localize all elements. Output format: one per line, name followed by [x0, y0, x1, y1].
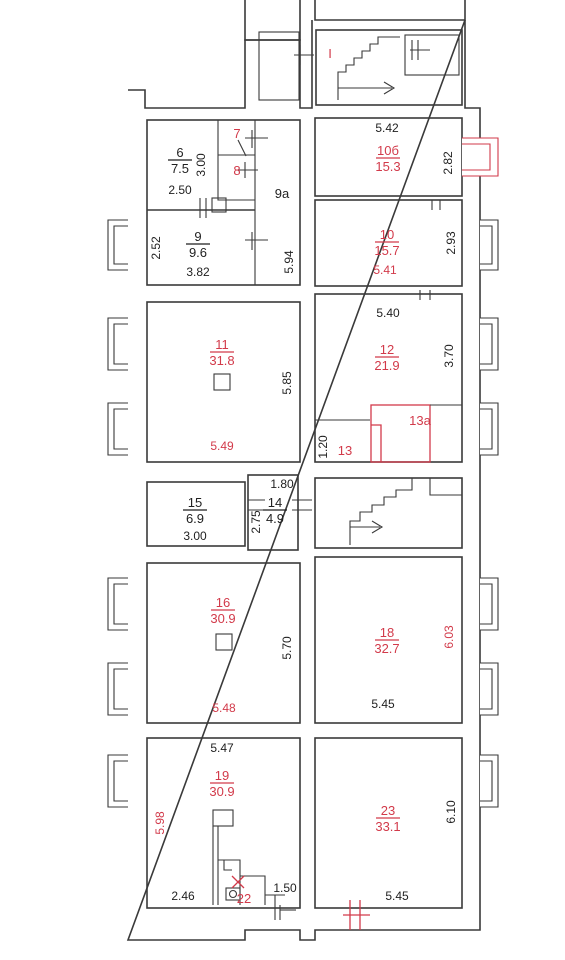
dim-1-50: 1.50: [273, 881, 297, 895]
room-18-area: 32.7: [374, 641, 399, 656]
room-13-number: 13: [338, 443, 352, 458]
dim-5-45-room23: 5.45: [385, 889, 409, 903]
windows-left: [107, 219, 128, 808]
dim-6-03: 6.03: [442, 625, 456, 649]
dim-2-82: 2.82: [441, 151, 455, 175]
dim-5-70: 5.70: [280, 636, 294, 660]
dim-1-20: 1.20: [316, 435, 330, 459]
room-7-number: 7: [233, 126, 240, 141]
room-9-area: 9.6: [189, 245, 207, 260]
room-6-number: 6: [176, 145, 183, 160]
room-6-area: 7.5: [171, 161, 189, 176]
room-14-number: 14: [268, 495, 282, 510]
dim-5-98: 5.98: [153, 811, 167, 835]
room-10б-number: 10б: [377, 143, 399, 158]
dim-5-85: 5.85: [280, 371, 294, 395]
dim-5-49: 5.49: [210, 439, 234, 453]
room-10-number: 10: [380, 227, 394, 242]
right-rooms: [314, 117, 463, 930]
room-22-number: 22: [237, 891, 251, 906]
room-11-number: 11: [215, 337, 229, 352]
room-11-area: 31.8: [209, 353, 234, 368]
dim-2-75: 2.75: [249, 510, 263, 534]
dim-3-82: 3.82: [186, 265, 210, 279]
room-23-area: 33.1: [375, 819, 400, 834]
dim-5-94: 5.94: [282, 250, 296, 274]
outer-walls: [126, 0, 481, 941]
room-18-number: 18: [380, 625, 394, 640]
room-13a-number: 13a: [409, 413, 431, 428]
dim-2-50: 2.50: [168, 183, 192, 197]
room-15-number: 15: [188, 495, 202, 510]
room-19-number: 19: [215, 768, 229, 783]
room-I-number: I: [328, 46, 332, 61]
dim-2-93: 2.93: [444, 231, 458, 255]
room-23-number: 23: [381, 803, 395, 818]
dim-5-45-room18: 5.45: [371, 697, 395, 711]
dim-3-00-room6: 3.00: [194, 153, 208, 177]
dim-3-00-room15: 3.00: [183, 529, 207, 543]
room-15-area: 6.9: [186, 511, 204, 526]
dim-5-48: 5.48: [212, 701, 236, 715]
room-12-number: 12: [380, 342, 394, 357]
stair-block-top: [258, 29, 463, 106]
room-16-area: 30.9: [210, 611, 235, 626]
dim-5-41: 5.41: [373, 263, 397, 277]
room-16-number: 16: [216, 595, 230, 610]
dim-5-42: 5.42: [375, 121, 399, 135]
left-rooms: [146, 119, 312, 920]
dim-2-52: 2.52: [149, 236, 163, 260]
room-9-number: 9: [194, 229, 201, 244]
dim-5-47: 5.47: [210, 741, 234, 755]
room-12-area: 21.9: [374, 358, 399, 373]
dimension-labels: 3.00 2.50 2.52 3.82 5.94 5.42 2.82 2.93 …: [149, 121, 458, 903]
dim-5-40: 5.40: [376, 306, 400, 320]
windows-right: [462, 137, 499, 808]
room-14-area: 4.9: [266, 511, 284, 526]
room-9a-number: 9a: [275, 186, 290, 201]
dim-2-46: 2.46: [171, 889, 195, 903]
room-10б-area: 15.3: [375, 159, 400, 174]
dim-6-10: 6.10: [444, 800, 458, 824]
dim-3-70: 3.70: [442, 344, 456, 368]
room-10-area: 15.7: [374, 243, 399, 258]
room-19-area: 30.9: [209, 784, 234, 799]
room-8-number: 8: [233, 163, 240, 178]
dim-1-80: 1.80: [270, 477, 294, 491]
